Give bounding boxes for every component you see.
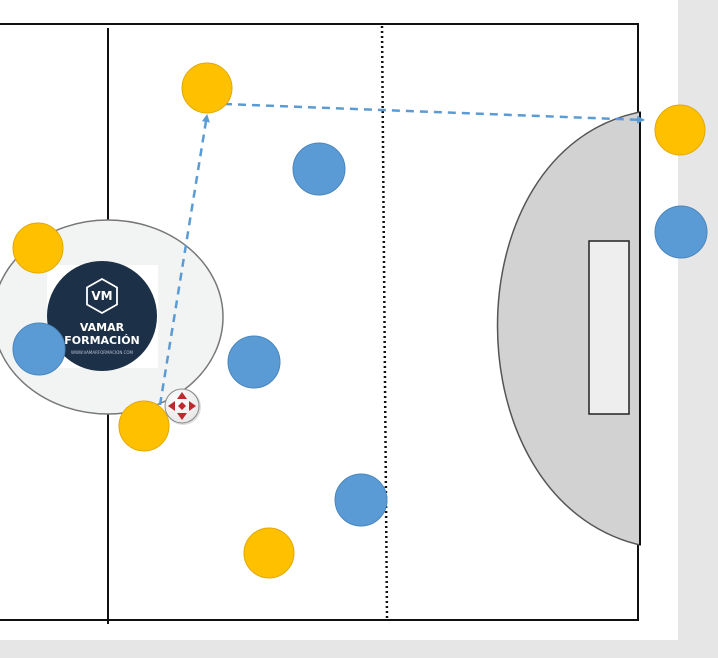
logo-circle: [47, 261, 157, 371]
logo-line2: FORMACIÓN: [64, 334, 140, 347]
ball-icon: [164, 388, 201, 425]
player-attack: [181, 62, 233, 114]
pass-arrow: [223, 102, 645, 124]
player-attack: [654, 104, 706, 156]
player-defense: [334, 473, 388, 527]
dotted-line: [380, 25, 389, 619]
player-attack: [12, 222, 64, 274]
player-defense: [227, 335, 281, 389]
pass-arrow: [158, 114, 210, 406]
player-attack: [118, 400, 170, 452]
logo-url: WWW.VAMARFORMACION.COM: [71, 350, 134, 355]
logo-monogram: VM: [91, 289, 112, 303]
logo-monogram-icon: [86, 277, 118, 315]
player-defense: [12, 322, 66, 376]
logo-line1: VAMAR: [80, 321, 125, 334]
player-defense: [292, 142, 346, 196]
vamar-logo: VM VAMAR FORMACIÓN WWW.VAMARFORMACION.CO…: [47, 261, 158, 371]
goal-area: [496, 111, 641, 546]
player-defense: [654, 205, 708, 259]
goal: [588, 240, 630, 415]
player-attack: [243, 527, 295, 579]
